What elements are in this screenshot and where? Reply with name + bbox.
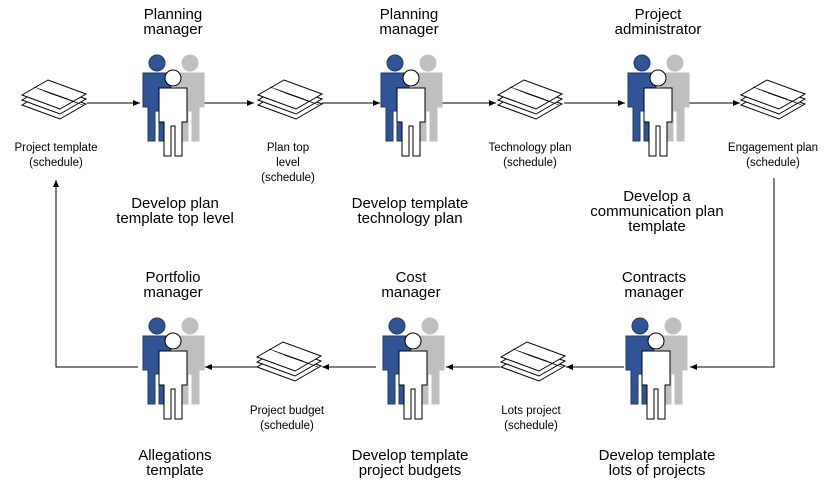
document-stack-icon bbox=[739, 79, 807, 120]
document-label: Project template (schedule) bbox=[14, 142, 98, 169]
task-label: Develop template project budgets bbox=[351, 447, 469, 479]
document-stack-icon bbox=[255, 341, 323, 382]
document-label: Project budget (schedule) bbox=[249, 405, 325, 432]
people-group-icon bbox=[142, 54, 205, 157]
role-title: Contracts manager bbox=[621, 269, 687, 301]
task-label: Develop template technology plan bbox=[351, 195, 469, 227]
flow-arrow bbox=[53, 180, 138, 368]
document-label: Engagement plan (schedule) bbox=[727, 142, 819, 169]
document-label: Lots project (schedule) bbox=[501, 405, 561, 432]
people-group-icon bbox=[625, 317, 688, 420]
document-label: Plan top level (schedule) bbox=[261, 142, 315, 184]
role-title: Project administrator bbox=[614, 6, 702, 38]
document-stack-icon bbox=[499, 341, 567, 382]
task-label: Develop a communication plan template bbox=[590, 188, 724, 235]
document-stack-icon bbox=[256, 79, 324, 120]
flow-arrow bbox=[690, 178, 775, 370]
document-label: Technology plan (schedule) bbox=[488, 142, 572, 169]
task-label: Allegations template bbox=[138, 447, 212, 479]
document-stack-icon bbox=[496, 79, 564, 120]
people-group-icon bbox=[382, 317, 445, 420]
role-title: Portfolio manager bbox=[143, 269, 203, 301]
task-label: Develop plan template top level bbox=[116, 195, 234, 227]
document-stack-icon bbox=[20, 79, 88, 120]
role-title: Planning manager bbox=[379, 6, 439, 38]
people-group-icon bbox=[380, 54, 443, 157]
role-title: Planning manager bbox=[143, 6, 203, 38]
task-label: Develop template lots of projects bbox=[598, 447, 716, 479]
people-group-icon bbox=[627, 54, 690, 157]
people-group-icon bbox=[142, 317, 205, 420]
role-title: Cost manager bbox=[381, 269, 441, 301]
